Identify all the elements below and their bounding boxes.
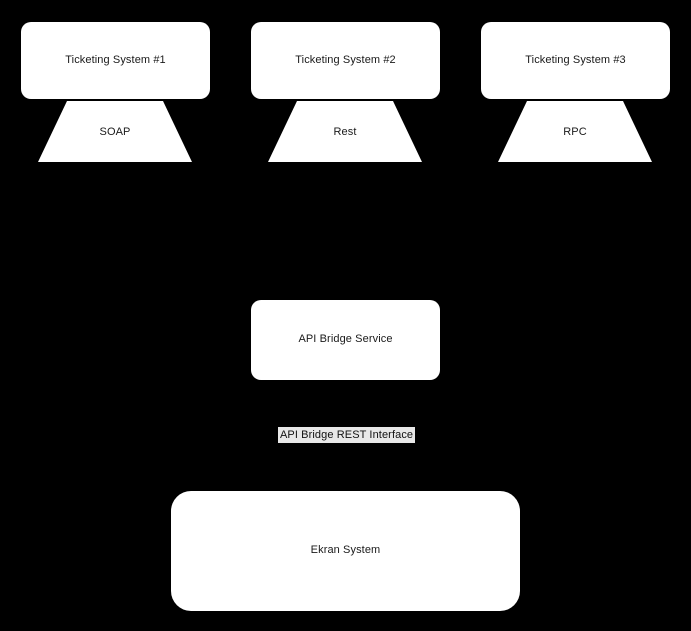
rpc-interface-label: RPC [563, 125, 587, 138]
rest-interface-shape[interactable]: Rest [268, 101, 422, 162]
ticketing-system-3-label: Ticketing System #3 [525, 53, 626, 66]
trapezoid-shape-icon [498, 101, 652, 162]
trapezoid-shape-icon [38, 101, 192, 162]
ticketing-system-1-label: Ticketing System #1 [65, 53, 166, 66]
rest-interface-label: Rest [333, 125, 357, 138]
api-bridge-rest-interface-label[interactable]: API Bridge REST Interface [278, 427, 416, 443]
api-bridge-service-node[interactable]: API Bridge Service [251, 300, 440, 380]
ticketing-system-1-node[interactable]: Ticketing System #1 [21, 22, 210, 99]
soap-interface-shape[interactable]: SOAP [38, 101, 192, 162]
soap-interface-label: SOAP [99, 125, 131, 138]
ticketing-system-3-node[interactable]: Ticketing System #3 [481, 22, 670, 99]
ekran-system-node[interactable]: Ekran System [171, 491, 520, 611]
rpc-interface-shape[interactable]: RPC [498, 101, 652, 162]
trapezoid-shape-icon [268, 101, 422, 162]
ticketing-system-2-label: Ticketing System #2 [295, 53, 396, 66]
api-bridge-service-label: API Bridge Service [298, 333, 393, 346]
ekran-system-label: Ekran System [310, 544, 381, 557]
ticketing-system-2-node[interactable]: Ticketing System #2 [251, 22, 440, 99]
